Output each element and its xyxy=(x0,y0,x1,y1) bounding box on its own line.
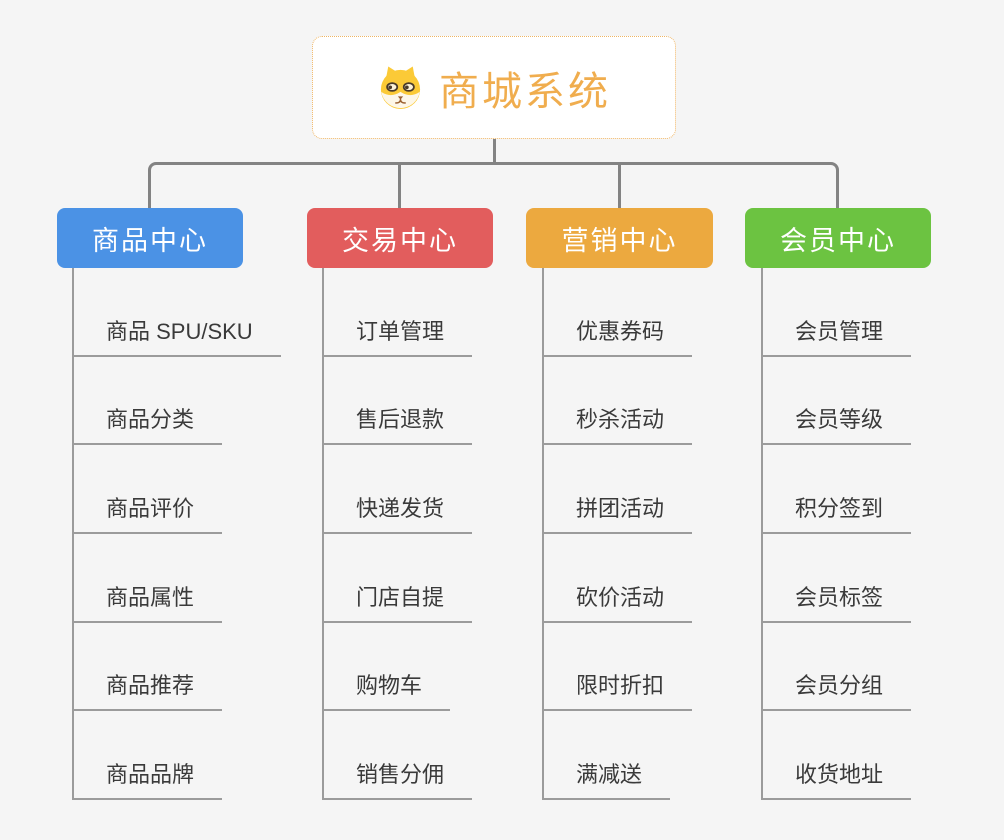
list-item[interactable]: 快递发货 xyxy=(324,491,473,534)
item-slot: 会员等级 xyxy=(763,357,912,446)
list-item[interactable]: 商品属性 xyxy=(74,580,223,623)
item-slot: 收货地址 xyxy=(763,711,912,800)
item-slot: 商品属性 xyxy=(74,534,281,623)
list-item[interactable]: 秒杀活动 xyxy=(544,402,693,446)
branch-header-label: 交易中心 xyxy=(342,225,458,256)
root-node-mall-system[interactable]: 商城系统 xyxy=(312,36,676,139)
list-item[interactable]: 商品品牌 xyxy=(74,757,223,800)
branch-column-marketing-center: 优惠券码 秒杀活动 拼团活动 砍价活动 限时折扣 满减送 xyxy=(542,268,693,800)
item-slot: 销售分佣 xyxy=(324,711,473,800)
connector-root-stem xyxy=(493,139,496,163)
dog-face-icon xyxy=(380,66,421,110)
branch-header-label: 会员中心 xyxy=(780,225,896,256)
connector-drop-marketing xyxy=(618,164,621,209)
item-slot: 会员管理 xyxy=(763,268,912,357)
list-item[interactable]: 满减送 xyxy=(544,757,671,800)
list-item[interactable]: 商品评价 xyxy=(74,491,223,534)
list-item[interactable]: 订单管理 xyxy=(324,314,473,357)
branch-header-product-center[interactable]: 商品中心 xyxy=(57,208,243,268)
connector-bus xyxy=(148,162,839,209)
item-slot: 砍价活动 xyxy=(544,534,693,623)
list-item[interactable]: 会员等级 xyxy=(763,402,912,446)
branch-header-trade-center[interactable]: 交易中心 xyxy=(307,208,493,268)
list-item[interactable]: 商品分类 xyxy=(74,402,223,446)
item-slot: 商品 SPU/SKU xyxy=(74,268,281,357)
list-item[interactable]: 收货地址 xyxy=(763,757,912,800)
list-item[interactable]: 销售分佣 xyxy=(324,757,473,800)
item-slot: 商品品牌 xyxy=(74,711,281,800)
list-item[interactable]: 拼团活动 xyxy=(544,491,693,534)
item-slot: 积分签到 xyxy=(763,445,912,534)
item-slot: 商品分类 xyxy=(74,357,281,446)
item-slot: 商品评价 xyxy=(74,445,281,534)
branch-header-label: 商品中心 xyxy=(92,225,208,256)
list-item[interactable]: 会员分组 xyxy=(763,668,912,712)
item-slot: 售后退款 xyxy=(324,357,473,446)
root-title: 商城系统 xyxy=(439,69,611,114)
branch-header-label: 营销中心 xyxy=(561,225,678,256)
list-item[interactable]: 会员管理 xyxy=(763,314,912,357)
connector-drop-trade xyxy=(398,164,401,209)
item-slot: 商品推荐 xyxy=(74,623,281,712)
branch-header-member-center[interactable]: 会员中心 xyxy=(745,208,931,268)
list-item[interactable]: 商品 SPU/SKU xyxy=(74,314,281,357)
branch-header-marketing-center[interactable]: 营销中心 xyxy=(526,208,713,268)
list-item[interactable]: 购物车 xyxy=(324,668,451,712)
item-slot: 快递发货 xyxy=(324,445,473,534)
list-item[interactable]: 优惠券码 xyxy=(544,314,693,357)
item-slot: 满减送 xyxy=(544,711,692,800)
branch-column-trade-center: 订单管理 售后退款 快递发货 门店自提 购物车 销售分佣 xyxy=(322,268,473,800)
list-item[interactable]: 会员标签 xyxy=(763,580,912,623)
list-item[interactable]: 积分签到 xyxy=(763,491,912,534)
list-item[interactable]: 砍价活动 xyxy=(544,580,693,623)
list-item[interactable]: 限时折扣 xyxy=(544,668,693,712)
item-slot: 限时折扣 xyxy=(544,623,693,712)
item-slot: 会员标签 xyxy=(763,534,912,623)
item-slot: 优惠券码 xyxy=(544,268,693,357)
list-item[interactable]: 售后退款 xyxy=(324,402,473,446)
item-slot: 秒杀活动 xyxy=(544,357,693,446)
item-slot: 会员分组 xyxy=(763,623,912,712)
branch-column-product-center: 商品 SPU/SKU 商品分类 商品评价 商品属性 商品推荐 商品品牌 xyxy=(72,268,281,800)
item-slot: 拼团活动 xyxy=(544,445,693,534)
item-slot: 门店自提 xyxy=(324,534,473,623)
list-item[interactable]: 门店自提 xyxy=(324,580,473,623)
item-slot: 购物车 xyxy=(324,623,472,712)
branch-column-member-center: 会员管理 会员等级 积分签到 会员标签 会员分组 收货地址 xyxy=(761,268,912,800)
list-item[interactable]: 商品推荐 xyxy=(74,668,223,712)
item-slot: 订单管理 xyxy=(324,268,473,357)
